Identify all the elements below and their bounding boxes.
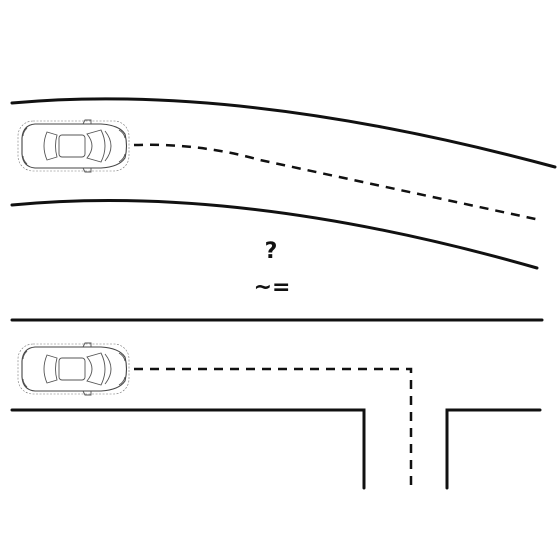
turn-route-dashed-line	[134, 367, 413, 492]
curved-road-lower-edge	[10, 198, 539, 270]
approximately-equal-symbol: ~=	[254, 275, 291, 300]
curved-road	[10, 97, 557, 270]
curved-road-upper-edge	[10, 97, 557, 169]
straight-road-lower-edge-right	[445, 408, 542, 490]
straight-road-lower-edge-left	[10, 408, 366, 490]
car-icon	[17, 119, 130, 173]
straight-road-with-turn	[10, 318, 544, 492]
question-mark: ?	[265, 239, 278, 264]
curved-route-dashed-line	[133, 143, 541, 222]
car-icon	[17, 342, 130, 396]
